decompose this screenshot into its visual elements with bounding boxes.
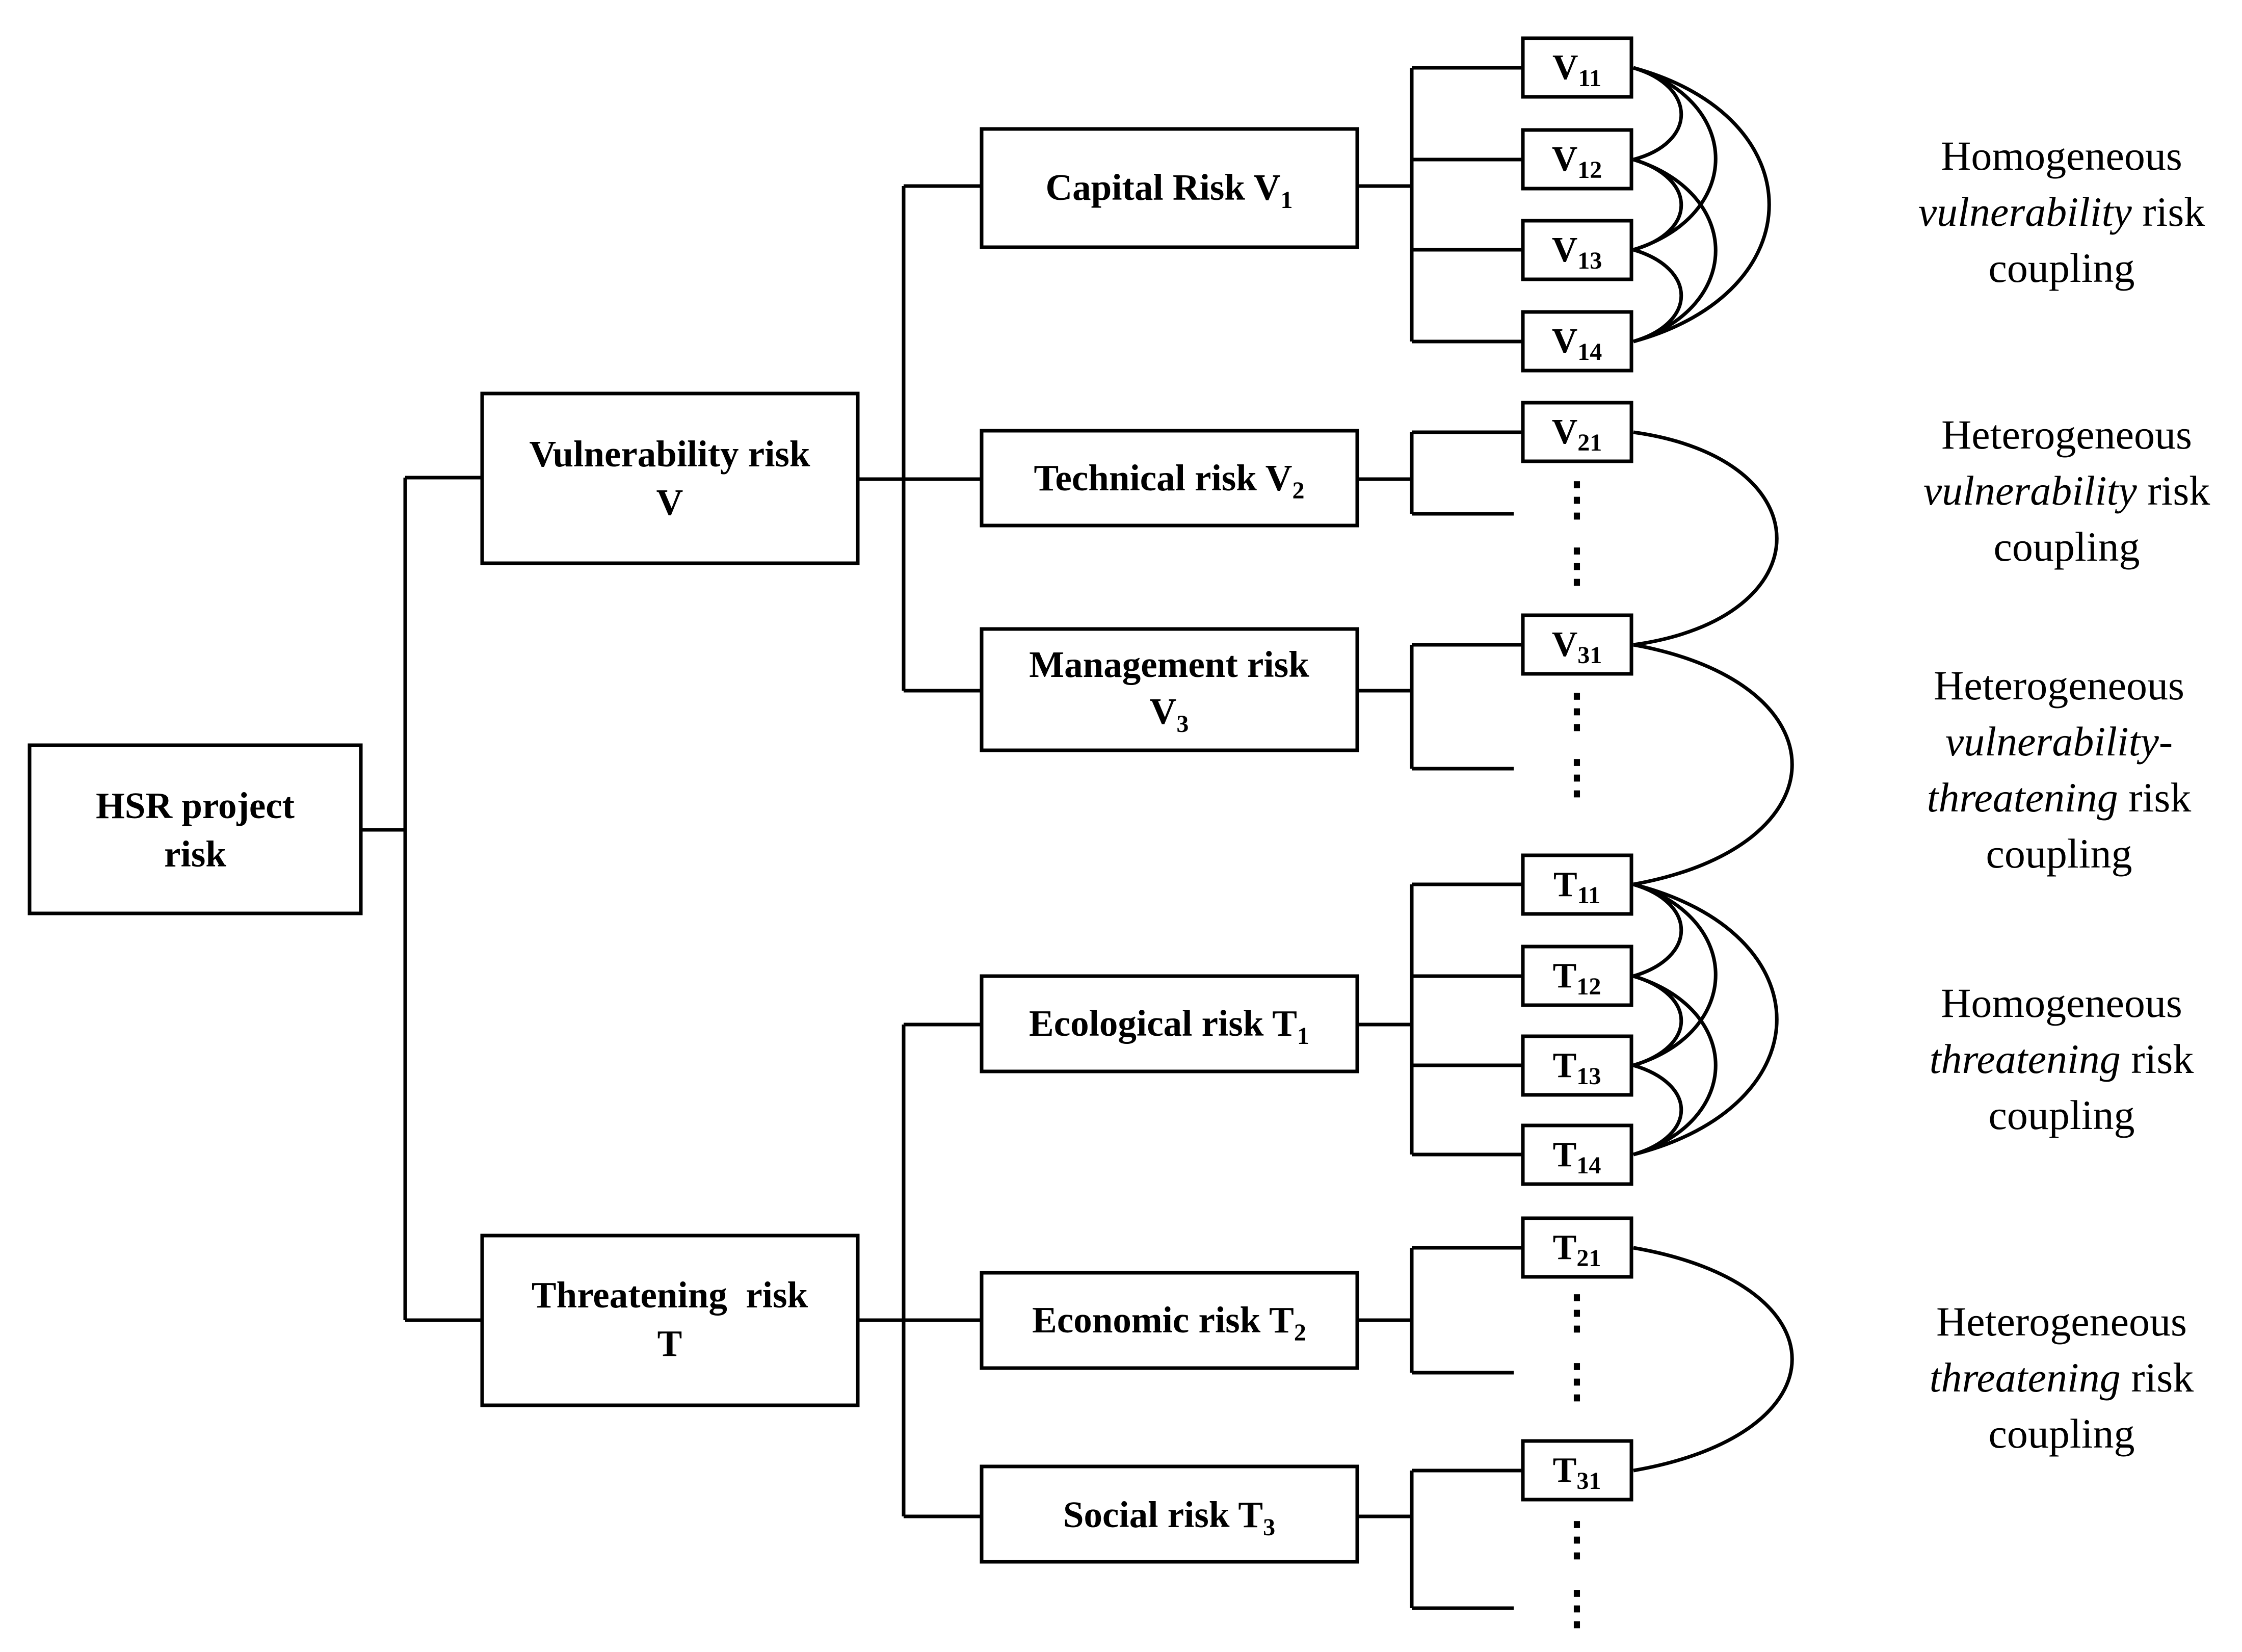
- factor-t1: Ecological risk T1: [980, 974, 1359, 1073]
- svg-text:Homogeneous: Homogeneous: [1941, 980, 2182, 1026]
- leaf-t12: T12: [1521, 945, 1633, 1007]
- threatening-label-line1: Threatening risk: [532, 1274, 808, 1316]
- svg-text:vulnerability-: vulnerability-: [1945, 718, 2173, 765]
- factor-t1-label: Ecological risk T1: [1029, 1003, 1309, 1050]
- leaf-nodes: V11 V12 V13 V14 V21 V31 T11 T12 T13 T14 …: [1521, 36, 1633, 1502]
- root-label-line2: risk: [164, 833, 226, 875]
- svg-text:coupling: coupling: [1989, 245, 2135, 291]
- threatening-label-line2: T: [657, 1323, 682, 1364]
- factor-v1-label: Capital Risk V1: [1045, 167, 1293, 214]
- coupling-label-homogeneous-vulnerability: Homogeneous vulnerability risk coupling: [1918, 133, 2205, 291]
- root-label-line1: HSR project: [96, 785, 295, 826]
- tree-connectors: [361, 66, 1523, 1610]
- svg-text:coupling: coupling: [1989, 1410, 2135, 1457]
- leaf-t21: T21: [1521, 1216, 1633, 1279]
- leaf-v11: V11: [1521, 36, 1633, 99]
- svg-text:T11: T11: [1553, 865, 1600, 909]
- svg-text:threatening risk: threatening risk: [1927, 774, 2192, 821]
- coupling-arcs: [1632, 66, 1794, 1473]
- factor-v2: Technical risk V2: [980, 429, 1359, 528]
- svg-text:Heterogeneous: Heterogeneous: [1941, 411, 2192, 458]
- svg-text:Heterogeneous: Heterogeneous: [1934, 662, 2184, 709]
- svg-text:V21: V21: [1552, 412, 1602, 456]
- threatening-node: Threatening risk T: [480, 1234, 860, 1407]
- vulnerability-label-line1: Vulnerability risk: [530, 433, 810, 475]
- ellipsis-v3b: ⋮: [1554, 752, 1600, 803]
- svg-text:Heterogeneous: Heterogeneous: [1936, 1298, 2187, 1345]
- svg-text:T14: T14: [1553, 1135, 1601, 1179]
- svg-text:threatening risk: threatening risk: [1930, 1036, 2194, 1082]
- factor-v3-label-line1: Management risk: [1029, 644, 1309, 685]
- coupling-label-heterogeneous-vulnerability-threatening: Heterogeneous vulnerability- threatening…: [1927, 662, 2192, 877]
- svg-text:V31: V31: [1552, 625, 1602, 669]
- leaf-t11: T11: [1521, 853, 1633, 916]
- svg-text:coupling: coupling: [1994, 523, 2140, 570]
- coupling-label-homogeneous-threatening: Homogeneous threatening risk coupling: [1930, 980, 2194, 1138]
- svg-text:V13: V13: [1552, 230, 1602, 274]
- svg-text:vulnerability risk: vulnerability risk: [1918, 189, 2205, 235]
- factor-v1: Capital Risk V1: [980, 127, 1359, 249]
- ellipsis-t2b: ⋮: [1554, 1356, 1600, 1407]
- factor-t3: Social risk T3: [980, 1464, 1359, 1564]
- svg-text:threatening risk: threatening risk: [1930, 1354, 2194, 1401]
- root-node: HSR project risk: [28, 743, 363, 915]
- svg-text:coupling: coupling: [1986, 830, 2132, 877]
- ellipsis-t2a: ⋮: [1554, 1288, 1600, 1338]
- svg-text:vulnerability risk: vulnerability risk: [1923, 467, 2210, 514]
- leaf-v21: V21: [1521, 401, 1633, 463]
- factor-v3: Management risk V3: [980, 627, 1359, 752]
- svg-text:T21: T21: [1553, 1228, 1601, 1272]
- svg-text:V12: V12: [1552, 140, 1602, 183]
- factor-t3-label: Social risk T3: [1063, 1494, 1275, 1541]
- coupling-label-heterogeneous-vulnerability: Heterogeneous vulnerability risk couplin…: [1923, 411, 2210, 570]
- svg-text:V14: V14: [1552, 322, 1602, 365]
- svg-text:T12: T12: [1553, 956, 1601, 1000]
- ellipsis-v3a: ⋮: [1554, 686, 1600, 737]
- vulnerability-node: Vulnerability risk V: [480, 391, 860, 565]
- svg-text:T13: T13: [1553, 1046, 1601, 1090]
- factor-t2-label: Economic risk T2: [1032, 1299, 1306, 1346]
- ellipsis-t3a: ⋮: [1554, 1514, 1600, 1565]
- leaf-v31: V31: [1521, 613, 1633, 676]
- leaf-v12: V12: [1521, 128, 1633, 191]
- ellipsis-v2b: ⋮: [1554, 541, 1600, 591]
- leaf-v13: V13: [1521, 219, 1633, 281]
- ellipsis-v2a: ⋮: [1554, 475, 1600, 525]
- leaf-t31: T31: [1521, 1439, 1633, 1502]
- ellipsis-t3b: ⋮: [1554, 1583, 1600, 1634]
- svg-text:T31: T31: [1553, 1451, 1601, 1494]
- ellipsis-markers: ⋮ ⋮ ⋮ ⋮ ⋮ ⋮ ⋮ ⋮: [1554, 475, 1600, 1634]
- svg-text:V11: V11: [1552, 48, 1601, 92]
- vulnerability-label-line2: V: [656, 482, 683, 523]
- leaf-v14: V14: [1521, 310, 1633, 373]
- factor-v3-label-line2: V3: [1150, 691, 1189, 738]
- leaf-t13: T13: [1521, 1034, 1633, 1097]
- factor-t2: Economic risk T2: [980, 1271, 1359, 1370]
- leaf-t14: T14: [1521, 1123, 1633, 1186]
- svg-text:Homogeneous: Homogeneous: [1941, 133, 2182, 179]
- factor-v2-label: Technical risk V2: [1034, 457, 1304, 504]
- coupling-label-heterogeneous-threatening: Heterogeneous threatening risk coupling: [1930, 1298, 2194, 1457]
- svg-text:coupling: coupling: [1989, 1092, 2135, 1138]
